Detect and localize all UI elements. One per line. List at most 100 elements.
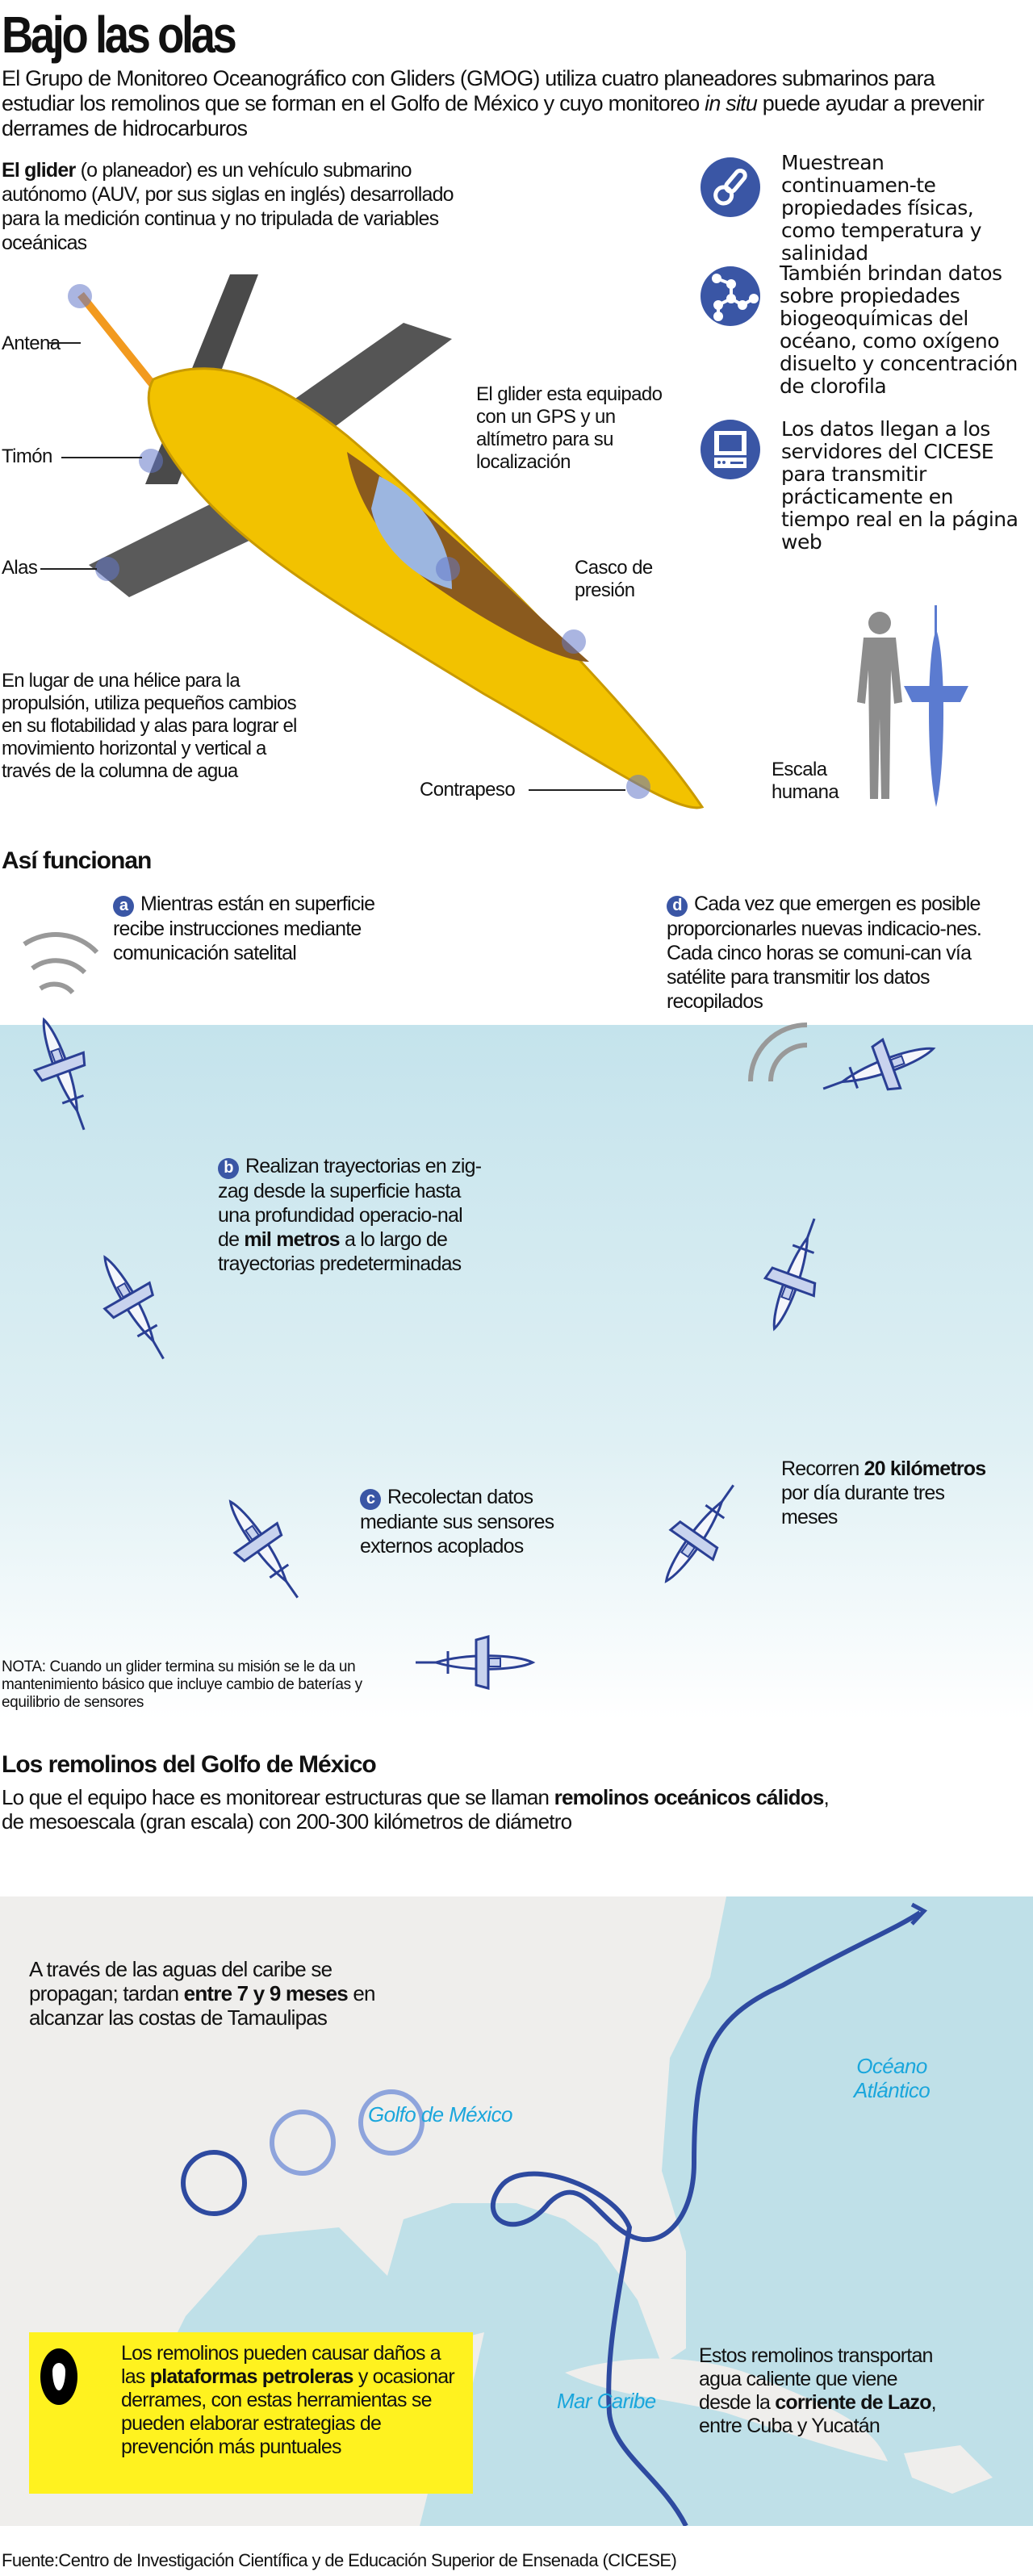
step-b-before: Realizan trayectorias en zig-zag desde l… (218, 1155, 482, 1251)
ocean-water (0, 1025, 1033, 1719)
label-alas: Alas (2, 557, 38, 579)
label-gulf: Golfo de México (368, 2102, 512, 2126)
eddies-before: Lo que el equipo hace es monitorear estr… (2, 1785, 554, 1809)
distance-before: Recorren (781, 1457, 864, 1480)
waves (0, 1009, 1033, 1025)
leader-line (61, 457, 142, 458)
propagation-before: A través de las aguas del caribe se prop… (29, 1957, 332, 2005)
distance-text: Recorren 20 kilómetros por día durante t… (781, 1457, 991, 1529)
step-b-after: a lo largo de trayectorias predeterminad… (218, 1228, 462, 1275)
warning-before: Los remolinos pueden causar daños a las (121, 2342, 441, 2388)
distance-after: por día durante tres meses (781, 1482, 945, 1528)
eddies-bold: remolinos oceánicos cálidos (554, 1785, 825, 1809)
loop-current-arrows (490, 1902, 928, 2526)
loop-before: Estos remolinos transportan agua calient… (699, 2344, 933, 2414)
eddies-text: Lo que el equipo hace es monitorear estr… (2, 1785, 841, 1834)
map-land-north (0, 1896, 726, 2526)
intro-after: puede ayudar a prevenir derrames de hidr… (2, 91, 985, 140)
thermometer-icon (701, 157, 760, 217)
feature-1-text: Muestrean continuamen-te propiedades fís… (781, 151, 982, 265)
glider-c1 (207, 1485, 320, 1614)
map-cuba (565, 2358, 888, 2461)
warning-bold: plataformas petroleras (149, 2365, 354, 2388)
leader-line (529, 789, 625, 791)
glider-c2 (643, 1469, 756, 1598)
feature-2-text: También brindan datos sobre propiedades … (780, 261, 1018, 398)
glider-d (813, 1022, 943, 1114)
leader-line (48, 342, 81, 344)
loop-bold: corriente de Lazo (775, 2391, 931, 2414)
step-b-bold: mil metros (244, 1228, 340, 1251)
label-gps: El glider esta equipado con un GPS y un … (476, 383, 663, 473)
source-text: Fuente:Centro de Investigación Científic… (2, 2550, 677, 2570)
human-scale-illustration (857, 605, 968, 807)
label-atlantic: Océano Atlántico (853, 2054, 931, 2102)
signal-waves-icon (748, 1022, 808, 1082)
antenna-hotspot (68, 284, 92, 308)
molecule-icon (701, 266, 760, 326)
glider-b1 (81, 1243, 187, 1374)
glider-rest: (o planeador) es un vehículo submarino a… (2, 159, 454, 254)
intro-text: El Grupo de Monitoreo Oceanográfico con … (2, 66, 1002, 141)
eddies-after: , de mesoescala (gran escala) con 200-30… (2, 1785, 830, 1834)
distance-bold: 20 kilómetros (864, 1457, 987, 1480)
wings-hotspot (95, 557, 119, 581)
eddy-circles (181, 2089, 424, 2216)
glider-path-illustration (18, 932, 943, 1690)
loop-after: , entre Cuba y Yucatán (699, 2391, 937, 2437)
step-c-text: Recolectan datos mediante sus sensores e… (360, 1486, 554, 1558)
intro-italic: in situ (705, 91, 758, 115)
label-caribbean: Mar Caribe (557, 2389, 656, 2413)
propagation-after: en alcanzar las costas de Tamaulipas (29, 1981, 375, 2030)
weight-hotspot (626, 775, 650, 799)
glider-scale-silhouette (904, 605, 968, 807)
glider-a (18, 1010, 110, 1140)
warning-callout: Los remolinos pueden causar daños a las … (29, 2332, 473, 2494)
glider-surface (414, 1635, 534, 1690)
section-heading-how: Así funcionan (2, 847, 152, 874)
badge-b: b (218, 1158, 239, 1179)
human-silhouette (857, 612, 902, 799)
leader-line (40, 568, 97, 570)
glider-body (147, 367, 705, 809)
badge-d: d (667, 896, 688, 917)
intro-before: El Grupo de Monitoreo Oceanográfico con … (2, 66, 935, 115)
oil-drop-icon (40, 2348, 77, 2405)
map-hispaniola (904, 2445, 993, 2494)
label-timon: Timón (2, 445, 52, 467)
badge-a: a (113, 896, 134, 917)
gps-hotspot (436, 557, 460, 581)
glider-illustration (77, 274, 705, 809)
hull-hotspot (562, 629, 586, 654)
antenna (77, 291, 165, 399)
glider-b2 (748, 1208, 840, 1339)
step-a-text: Mientras están en superficie recibe inst… (113, 893, 375, 964)
label-escala-humana: Escala humana (772, 759, 839, 803)
note-text: NOTA: Cuando un glider termina su misión… (2, 1658, 362, 1711)
warning-text: Los remolinos pueden causar daños a las … (121, 2342, 468, 2459)
section-heading-eddies: Los remolinos del Golfo de México (2, 1751, 377, 1778)
warning-after: y ocasionar derrames, con estas herramie… (121, 2365, 455, 2458)
glider-bold: El glider (2, 159, 76, 182)
wing-left (89, 500, 266, 597)
badge-c: c (360, 1489, 381, 1510)
loop-current-text: Estos remolinos transportan agua calient… (699, 2344, 949, 2438)
computer-icon (701, 420, 760, 479)
glider-description: El glider (o planeador) es un vehículo s… (2, 158, 486, 255)
pressure-hull (371, 476, 452, 589)
propagation-bold: entre 7 y 9 meses (183, 1981, 349, 2005)
step-d-text: Cada vez que emergen es posible proporci… (667, 893, 982, 1013)
propulsion-text: En lugar de una hélice para la propulsió… (2, 670, 297, 782)
signal-waves-icon (23, 932, 99, 995)
label-contrapeso: Contrapeso (420, 779, 516, 801)
rudder-hotspot (139, 449, 163, 473)
feature-3-text: Los datos llegan a los servidores del CI… (781, 417, 1018, 554)
page-title: Bajo las olas (2, 6, 237, 64)
label-casco: Casco de presión (575, 557, 653, 601)
propagation-text: A través de las aguas del caribe se prop… (29, 1957, 376, 2030)
